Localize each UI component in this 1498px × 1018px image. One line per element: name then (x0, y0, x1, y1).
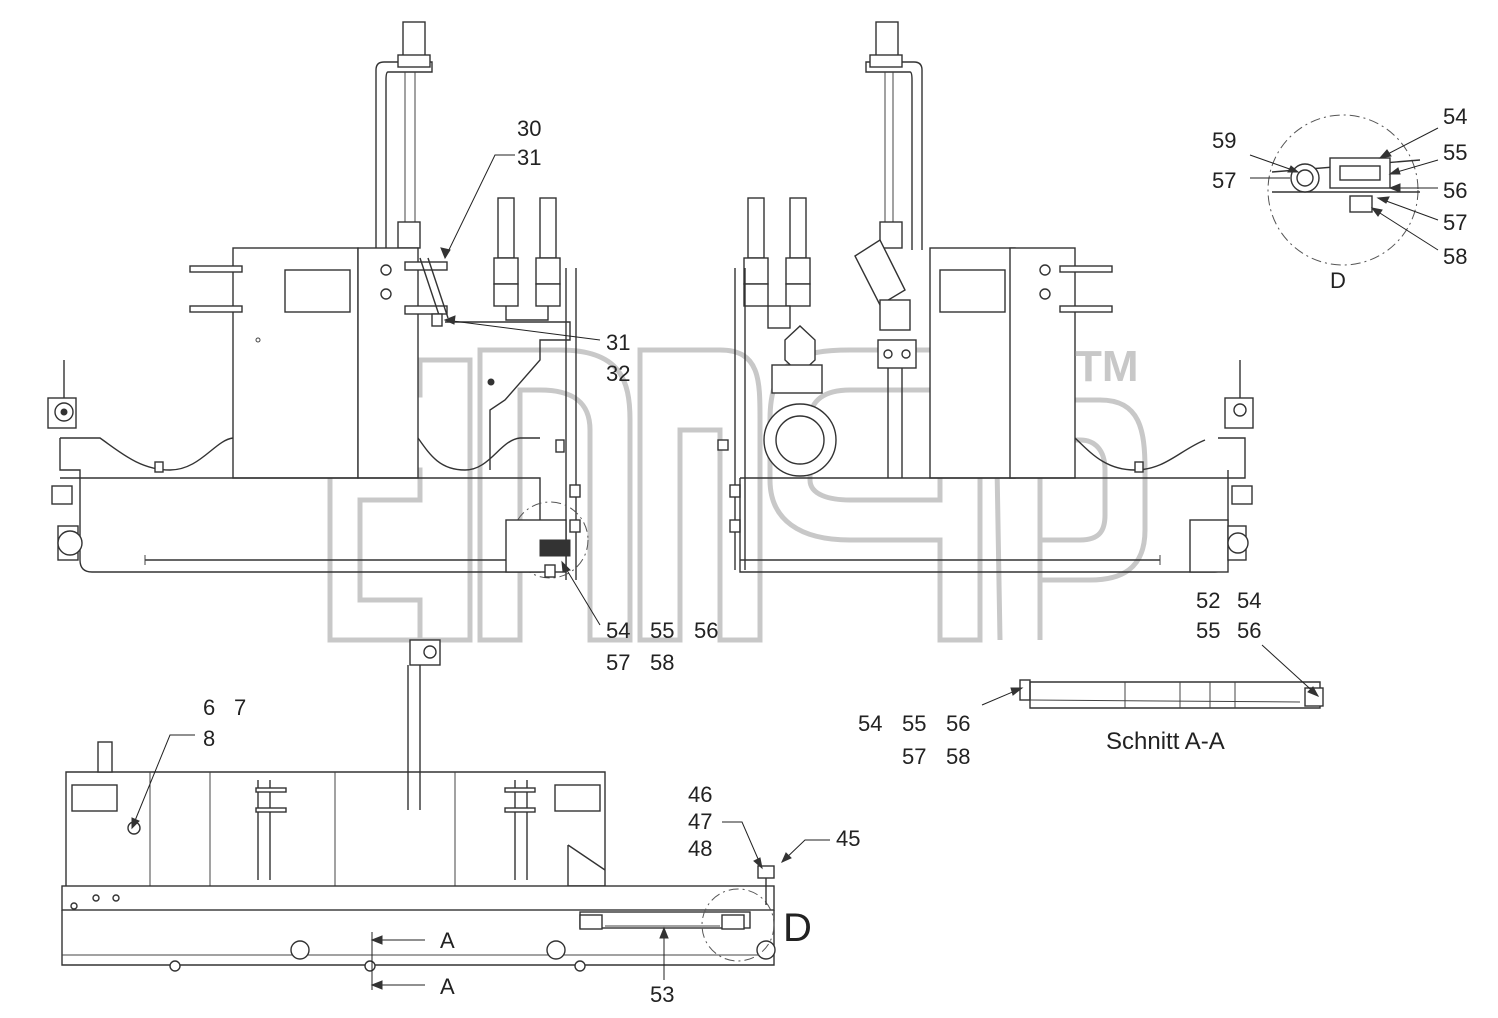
callout-57-left: 57 (606, 650, 631, 675)
section-callout-57-left: 57 (902, 744, 927, 769)
callout-32: 32 (606, 361, 631, 386)
callout-6: 6 (203, 695, 216, 720)
detail-callout-57-left: 57 (1212, 168, 1237, 193)
callout-56-left: 56 (694, 618, 719, 643)
watermark-trademark: TM (1075, 342, 1139, 391)
detail-callout-55: 55 (1443, 140, 1468, 165)
section-caption: Schnitt A-A (1106, 728, 1225, 755)
left-tank-assembly (47, 21, 589, 580)
section-callout-52: 52 (1196, 588, 1221, 613)
watermark-logo (327, 347, 1148, 643)
detail-callout-57-right: 57 (1443, 210, 1468, 235)
detail-callout-58: 58 (1443, 244, 1468, 269)
section-callout-54-left: 54 (858, 711, 883, 736)
callout-8: 8 (203, 726, 216, 751)
section-a-a-view (1019, 679, 1324, 709)
callout-46: 46 (688, 782, 713, 807)
detail-d-marker: D (783, 906, 812, 950)
leader-lines (131, 127, 1439, 990)
detail-callout-54: 54 (1443, 104, 1468, 129)
section-callout-56-top: 56 (1237, 618, 1262, 643)
section-marker-a-bottom: A (440, 974, 455, 999)
section-callout-54-top: 54 (1237, 588, 1262, 613)
callout-55-left: 55 (650, 618, 675, 643)
bottom-side-view (61, 639, 776, 972)
detail-d-caption: D (1330, 268, 1346, 293)
section-callout-55-top: 55 (1196, 618, 1221, 643)
detail-callout-59: 59 (1212, 128, 1237, 153)
callout-58-left: 58 (650, 650, 675, 675)
callout-45: 45 (836, 826, 861, 851)
right-tank-assembly (717, 21, 1254, 573)
section-marker-a-top: A (440, 928, 455, 953)
callout-47: 47 (688, 809, 713, 834)
section-callout-58-left: 58 (946, 744, 971, 769)
detail-callout-56: 56 (1443, 178, 1468, 203)
callout-31-top: 31 (517, 145, 542, 170)
callout-7: 7 (234, 695, 247, 720)
detail-d-view (1267, 114, 1421, 266)
section-callout-55-left: 55 (902, 711, 927, 736)
callout-53: 53 (650, 982, 675, 1007)
callout-54-left: 54 (606, 618, 631, 643)
section-callout-56-left: 56 (946, 711, 971, 736)
callout-31-mid: 31 (606, 330, 631, 355)
callout-48: 48 (688, 836, 713, 861)
callout-30: 30 (517, 116, 542, 141)
